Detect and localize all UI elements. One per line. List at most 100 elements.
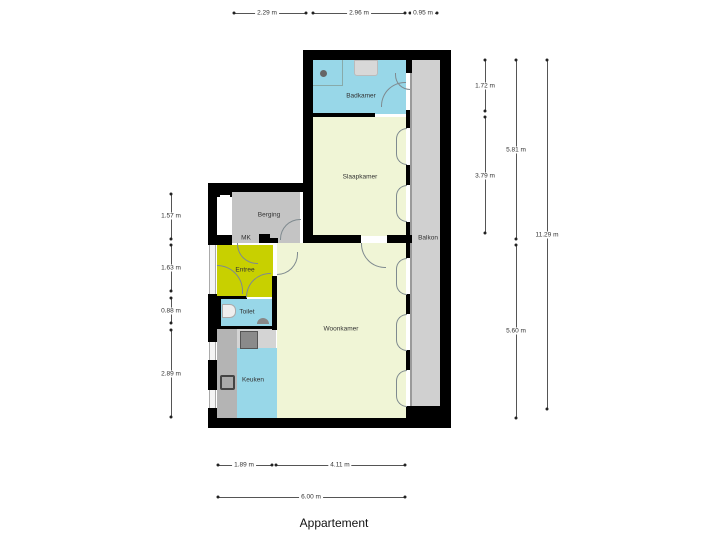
berging-void [220,195,230,235]
room-mk [232,234,259,243]
wall-slaap-woon-right [387,235,412,243]
wall-toilet-bottom [217,326,277,329]
dim-tick [270,463,274,467]
dim-tick [483,58,487,62]
label-keuken: Keuken [241,376,265,384]
dim-tick [304,11,308,15]
dim-label-bottom-2: 4.11 m [328,461,352,469]
wall-left-outer-top [208,183,217,245]
wall-balkon-corner-top [406,60,412,73]
dim-label-top-2: 2.96 m [347,9,371,17]
dim-label-right-4: 5.60 m [504,327,528,335]
dim-tick [403,495,407,499]
label-berging: Berging [257,211,281,219]
wall-balkon-pier-4 [406,294,412,314]
dim-label-top-3: 0.95 m [411,9,435,17]
wall-toilet-left [217,297,221,329]
label-balkon: Balkon [418,234,438,242]
dim-tick [169,296,173,300]
kitchen-sink-icon [220,375,235,390]
room-woonkamer [277,243,406,419]
plan-title: Appartement [299,516,369,530]
dim-tick [408,11,412,15]
label-badkamer: Badkamer [346,92,376,100]
wall-mk-right [259,238,278,243]
dim-tick [545,407,549,411]
window-keuken-2 [209,390,216,408]
wall-bottom [208,418,451,428]
dim-tick [545,58,549,62]
wall-left-outer-mid [208,294,217,342]
wall-berging-bottom-left [217,235,232,245]
label-entree: Entree [235,266,255,274]
wall-balkon-bottom-rail [412,410,440,418]
wall-berging-mk [259,234,270,239]
label-mk: MK [241,234,251,242]
wall-right-outer [440,50,451,428]
door-woonkamer-balkon-1[interactable] [396,258,407,277]
dim-tick [514,416,518,420]
toilet-bowl-icon [222,304,236,318]
dim-tick [435,11,439,15]
wall-slaap-woon-left [303,235,361,243]
dim-label-right-5: 11.29 m [533,231,561,239]
dim-label-bottom-3: 6.00 m [299,493,323,501]
door-slaapkamer-balkon-1[interactable] [396,128,407,147]
dim-tick [169,328,173,332]
wall-left-outer-k1 [208,360,217,390]
dim-tick [232,11,236,15]
dim-tick [514,58,518,62]
dim-tick [514,237,518,241]
wall-left-upper-tower [303,50,313,243]
dim-tick [169,192,173,196]
dim-label-bottom-1: 1.89 m [232,461,256,469]
dim-tick [169,415,173,419]
toilet-sink-icon [257,318,269,324]
shower-drain-icon [320,70,327,77]
stove-icon [240,331,258,349]
window-keuken-1 [209,342,216,360]
dim-tick [274,463,278,467]
dim-label-left-3: 0.88 m [159,307,183,315]
wall-entree-toilet [217,296,247,299]
dim-tick [403,11,407,15]
dim-label-left-2: 1.63 m [159,264,183,272]
door-woonkamer-balkon-5[interactable] [396,370,407,389]
dim-tick [403,463,407,467]
dim-tick [514,243,518,247]
dim-tick [216,495,220,499]
dim-tick [483,115,487,119]
wall-bad-slaap [313,113,375,117]
label-slaapkamer: Slaapkamer [342,173,378,181]
label-woonkamer: Woonkamer [323,325,359,333]
door-woonkamer-balkon-3[interactable] [396,314,407,333]
wall-entree-right [272,276,277,330]
wall-left-outer-bottom [208,408,217,428]
dim-label-right-3: 5.81 m [504,146,528,154]
room-keuken [237,348,277,419]
label-toilet: Toilet [239,308,255,316]
shower-area [313,60,343,86]
dim-tick [483,231,487,235]
door-slaapkamer-balkon-3[interactable] [396,185,407,204]
dim-label-left-1: 1.57 m [159,212,183,220]
wall-balkon-pier-2 [406,165,412,185]
dim-label-top-1: 2.29 m [255,9,279,17]
wall-top-lower [208,183,313,192]
window-entree [209,245,216,294]
room-slaapkamer [313,117,406,236]
sink-icon [354,60,378,76]
dim-label-right-1: 1.72 m [473,82,497,90]
wall-balkon-pier-1 [406,110,412,128]
dim-tick [169,237,173,241]
dim-label-right-2: 3.79 m [473,172,497,180]
room-balkon [412,60,440,410]
dim-tick [169,243,173,247]
dim-tick [483,109,487,113]
dim-tick [311,11,315,15]
dim-tick [216,463,220,467]
wall-balkon-pier-5 [406,350,412,370]
wall-berging-left-inner [217,192,232,197]
dim-tick [169,289,173,293]
